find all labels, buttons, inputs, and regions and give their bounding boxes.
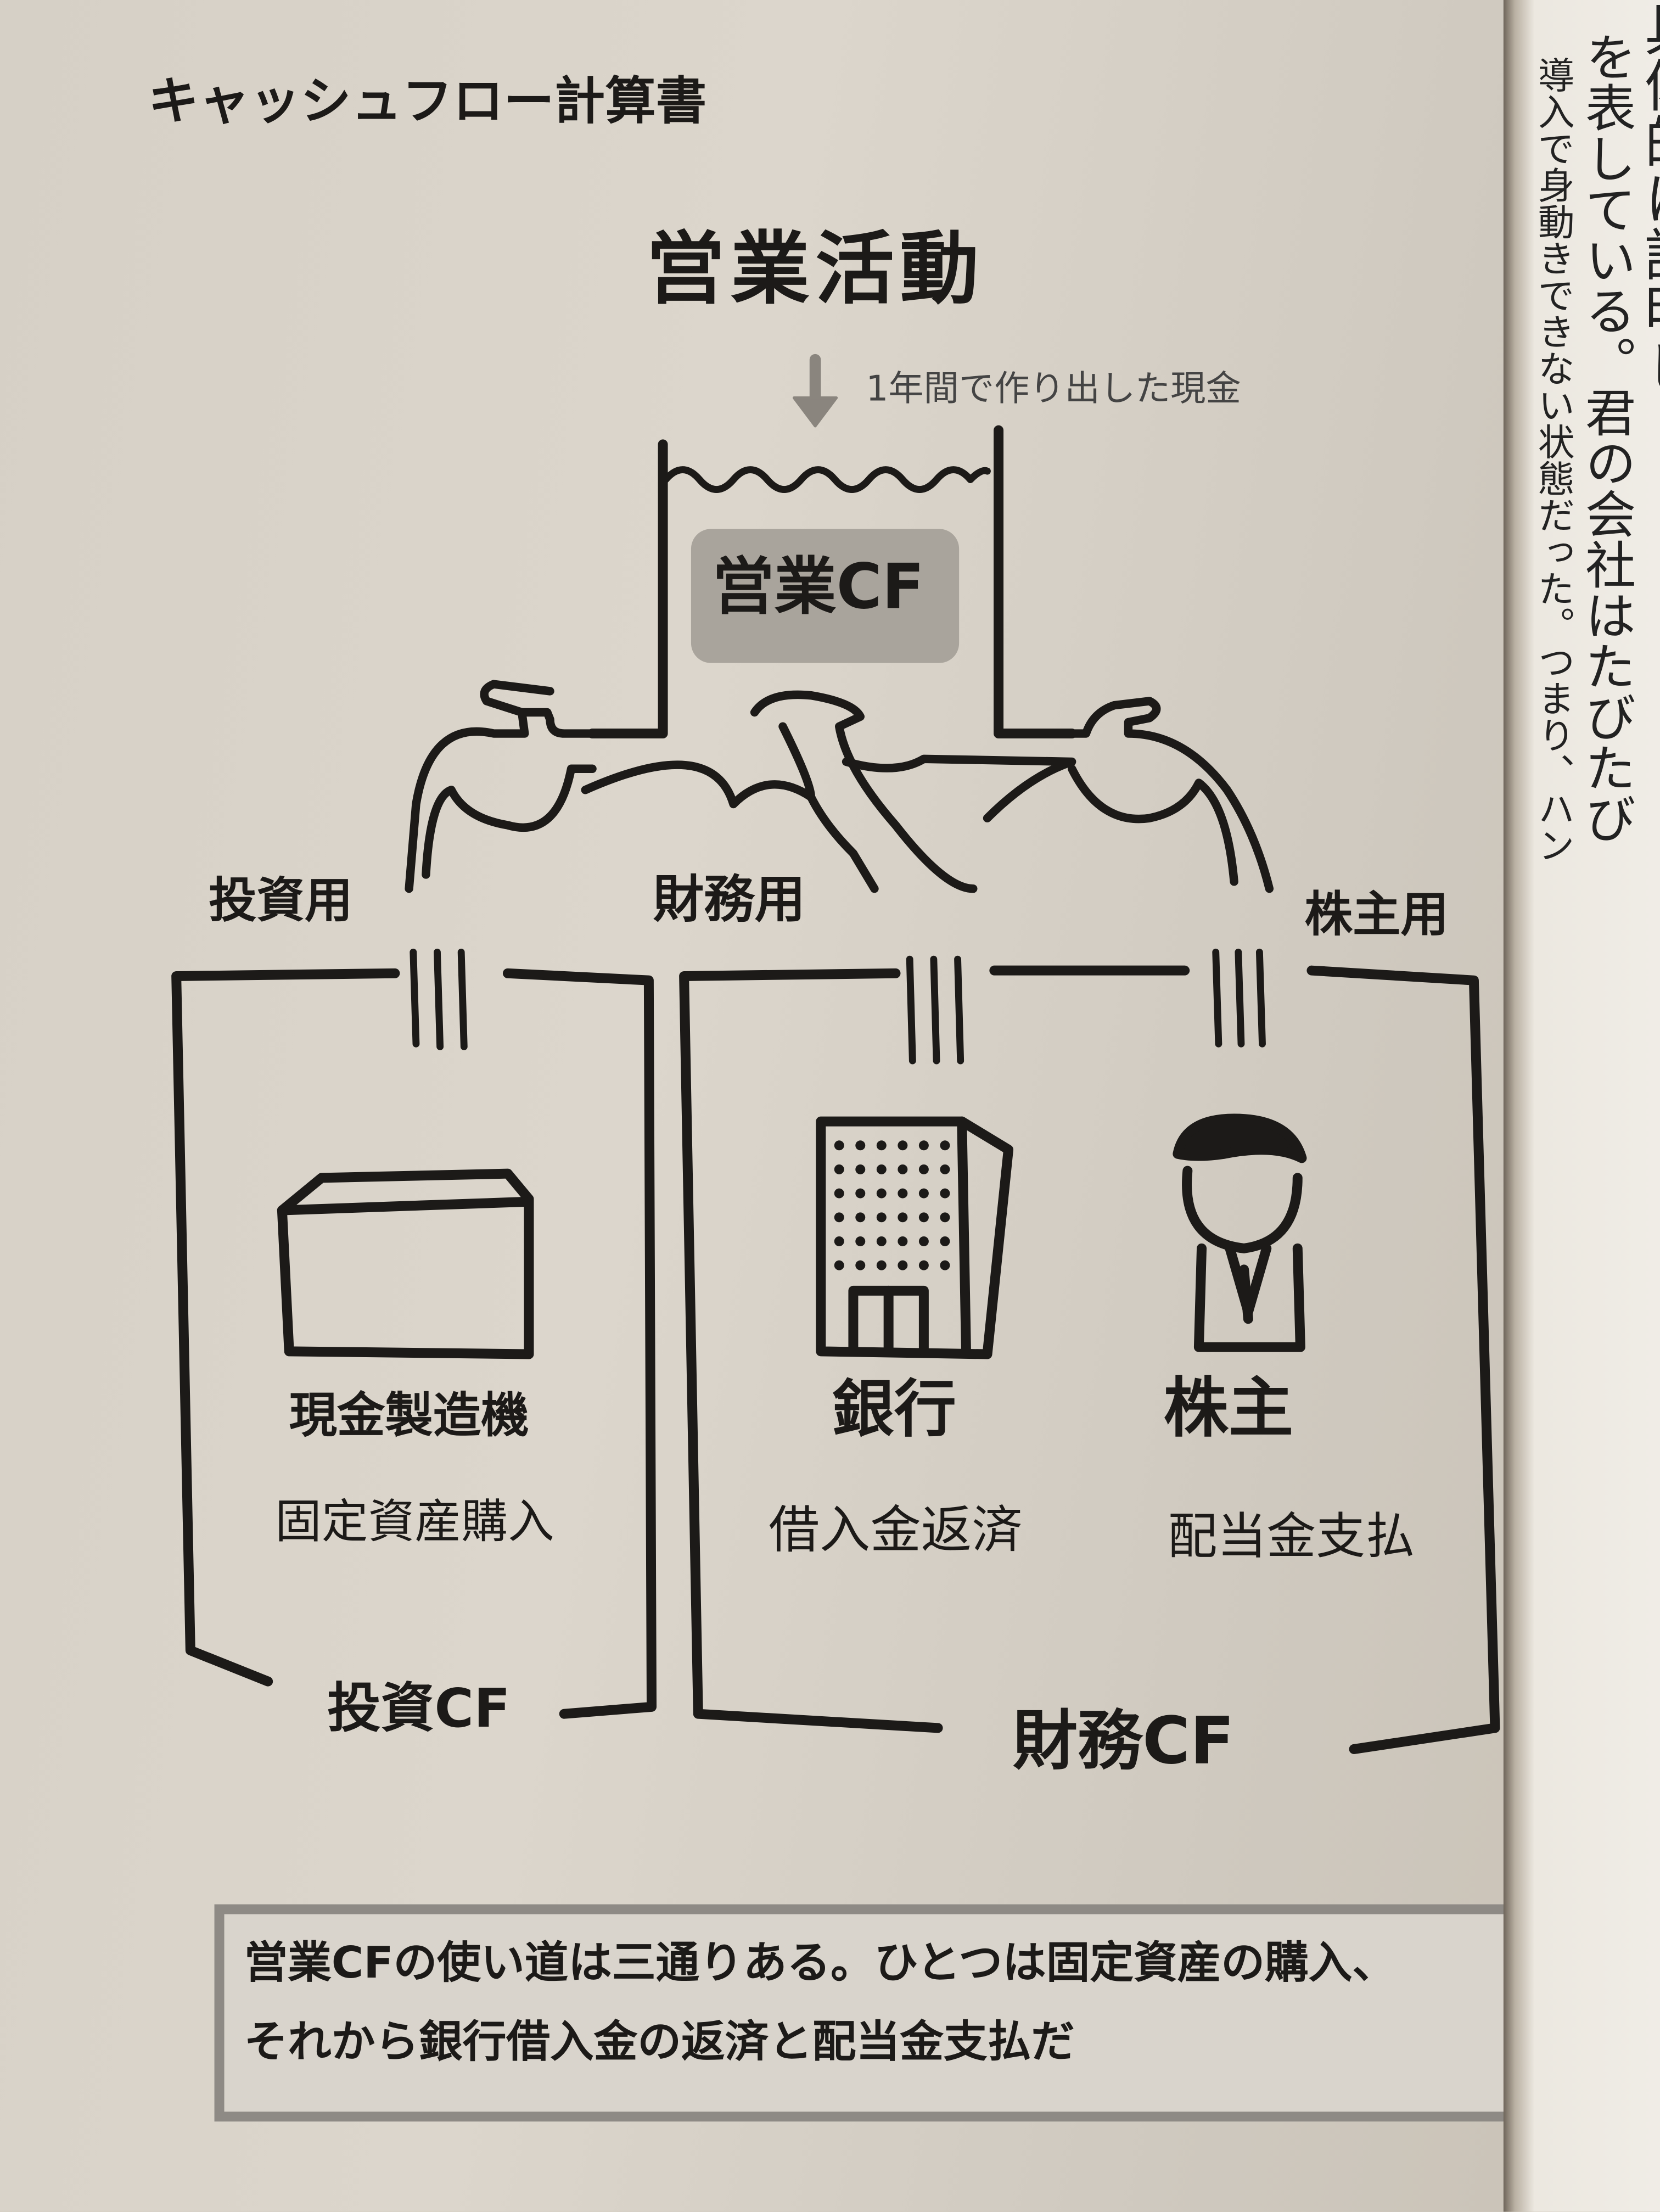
building-window <box>918 1236 929 1246</box>
shareholder-title: 株主 <box>1163 1369 1294 1446</box>
building-window <box>834 1212 844 1223</box>
building-window <box>834 1140 844 1151</box>
building-window <box>898 1260 908 1270</box>
tank-label-bg <box>691 529 960 663</box>
building-window <box>876 1260 887 1270</box>
building-window <box>940 1260 950 1270</box>
building-window <box>918 1260 929 1270</box>
building-window <box>918 1212 929 1223</box>
cash-machine-desc: 固定資産購入 <box>275 1493 554 1549</box>
building-window <box>855 1164 866 1174</box>
right-page-col-3: 導入で身動きできない状態だった。つまり、ハン <box>1532 56 1574 864</box>
investing-faucet-icon <box>405 680 597 893</box>
shareholder-person-icon <box>1173 1113 1307 1352</box>
building-window <box>876 1164 887 1174</box>
financing-faucet-icon <box>581 690 1076 893</box>
caption-box: 営業CFの使い道は三通りある。ひとつは固定資産の購入、 それから銀行借入金の返済… <box>214 1904 1546 2122</box>
building-window <box>855 1140 866 1151</box>
right-page: 導入で身動きできない状態だった。つまり、ハン を表している。君の会社はたびたび … <box>1503 0 1660 2212</box>
building-window <box>898 1164 908 1174</box>
building-window <box>834 1164 844 1174</box>
faucet-label-shareholder: 株主用 <box>1304 887 1449 944</box>
building-window <box>855 1236 866 1246</box>
building-window <box>918 1164 929 1174</box>
cash-machine-title: 現金製造機 <box>289 1388 529 1444</box>
building-window <box>876 1140 887 1151</box>
building-window <box>918 1188 929 1199</box>
investing-cf-label: 投資CF <box>327 1677 511 1739</box>
building-window <box>834 1236 844 1246</box>
bank-desc: 借入金返済 <box>769 1502 1023 1560</box>
building-window <box>940 1140 950 1151</box>
building-window <box>940 1164 950 1174</box>
operating-cf-label: 営業CF <box>712 551 924 624</box>
caption-line-1: 営業CFの使い道は三通りある。ひとつは固定資産の購入、 <box>244 1938 1397 1989</box>
operating-cf-tank <box>587 425 1077 739</box>
building-window <box>940 1188 950 1199</box>
building-window <box>855 1188 866 1199</box>
page-title: キャッシュフロー計算書 <box>148 73 707 131</box>
building-window <box>898 1236 908 1246</box>
operating-activities-label: 営業活動 <box>646 224 985 316</box>
right-page-col-1: 具体的に説明し <box>1634 0 1660 395</box>
building-window <box>940 1212 950 1223</box>
caption-line-2: それから銀行借入金の返済と配当金支払だ <box>244 2017 1075 2068</box>
faucet-label-investing: 投資用 <box>209 873 353 930</box>
faucet-label-financing: 財務用 <box>653 871 806 930</box>
cash-machine-icon <box>277 1168 534 1359</box>
building-window <box>940 1236 950 1246</box>
right-page-col-2: を表している。君の会社はたびたび <box>1577 31 1635 844</box>
bank-title: 銀行 <box>832 1374 956 1446</box>
building-window <box>855 1260 866 1270</box>
building-window <box>898 1188 908 1199</box>
financing-cf-label: 財務CF <box>1012 1703 1235 1779</box>
pour-lines <box>410 948 1266 1065</box>
arrow-label: 1年間で作り出した現金 <box>866 368 1241 410</box>
building-window <box>918 1140 929 1151</box>
down-arrow-icon <box>792 354 838 428</box>
building-window <box>898 1212 908 1223</box>
building-window <box>876 1236 887 1246</box>
building-window <box>834 1188 844 1199</box>
shareholder-faucet-icon <box>1067 697 1274 893</box>
financing-cf-box <box>679 965 1500 1754</box>
building-window <box>876 1212 887 1223</box>
bank-building-icon <box>816 1116 1014 1359</box>
shareholder-desc: 配当金支払 <box>1168 1509 1415 1566</box>
building-window <box>898 1140 908 1151</box>
building-window <box>876 1188 887 1199</box>
building-window <box>834 1260 844 1270</box>
investing-cf-box <box>171 968 657 1719</box>
building-window <box>855 1212 866 1223</box>
